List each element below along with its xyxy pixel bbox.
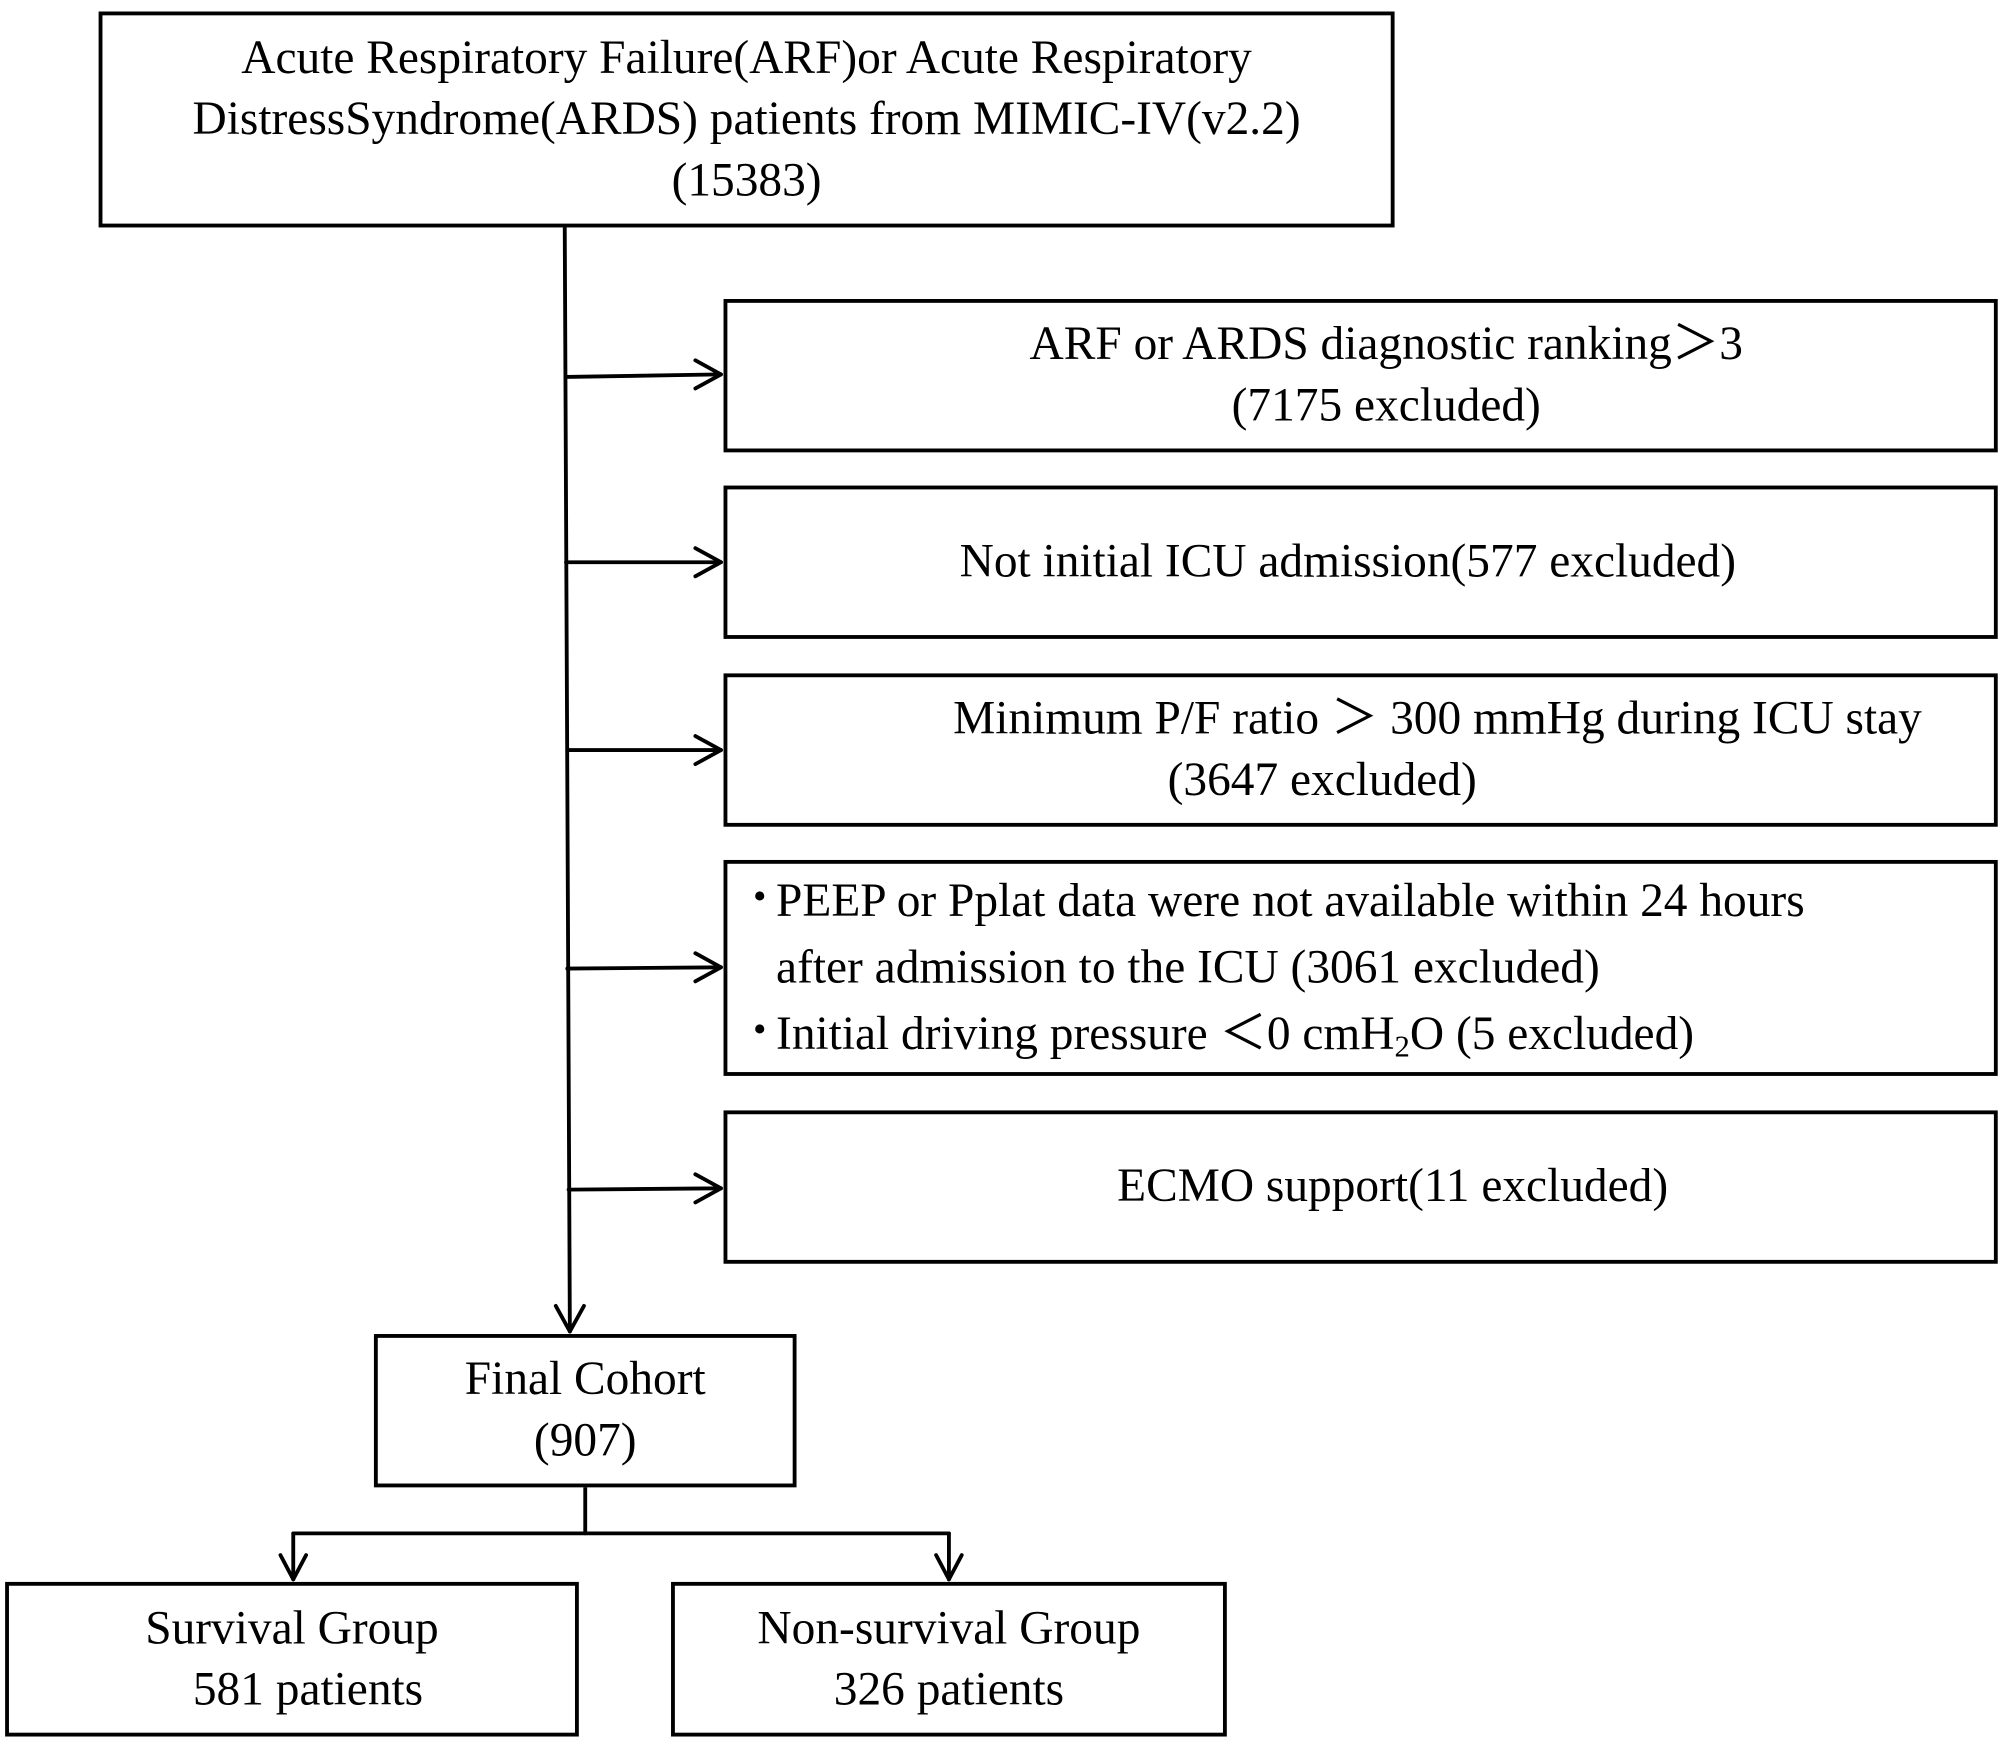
exclusion-box-icu-admission: Not initial ICU admission(577 excluded) bbox=[723, 485, 1998, 639]
exclusion-arrowhead-3 bbox=[693, 734, 723, 767]
source-population-line-2: DistressSyndrome(ARDS) patients from MIM… bbox=[192, 92, 1301, 146]
source-population-count: (15383) bbox=[671, 153, 822, 207]
exclusion-3-criterion: Minimum P/F ratio ＞ 300 mmHg during ICU … bbox=[953, 692, 1922, 745]
bullet-marker: • bbox=[752, 1007, 767, 1050]
exclusion-1-count: (7175 excluded) bbox=[1231, 379, 1541, 432]
exclusion-connector-1 bbox=[564, 372, 723, 379]
source-population-box: Acute Respiratory Failure(ARF)or Acute R… bbox=[98, 11, 1395, 228]
exclusion-box-diagnostic-ranking: ARF or ARDS diagnostic ranking＞3 (7175 e… bbox=[723, 299, 1998, 453]
final-cohort-box: Final Cohort (907) bbox=[373, 1334, 797, 1488]
exclusion-2-criterion: Not initial ICU admission(577 excluded) bbox=[959, 535, 1737, 588]
exclusion-arrowhead-1 bbox=[693, 358, 723, 391]
nonsurvival-group-box: Non-survival Group 326 patients bbox=[671, 1581, 1227, 1737]
exclusion-box-pf-ratio: Minimum P/F ratio ＞ 300 mmHg during ICU … bbox=[723, 673, 1998, 827]
main-trunk-arrowhead bbox=[553, 1303, 586, 1334]
source-population-line-1: Acute Respiratory Failure(ARF)or Acute R… bbox=[241, 31, 1252, 84]
exclusion-4-bullet-1-line-2: after admission to the ICU (3061 exclude… bbox=[776, 941, 1600, 994]
final-cohort-label: Final Cohort bbox=[464, 1353, 706, 1406]
exclusion-3-count: (3647 excluded) bbox=[1167, 753, 1477, 807]
nonsurvival-group-count: 326 patients bbox=[833, 1663, 1065, 1716]
exclusion-1-criterion: ARF or ARDS diagnostic ranking＞3 bbox=[1029, 318, 1743, 371]
exclusion-arrowhead-2 bbox=[693, 546, 723, 579]
exclusion-4-bullet-2-text: Initial driving pressure ＜0 cmH2O (5 exc… bbox=[776, 1001, 1694, 1067]
survival-group-label: Survival Group bbox=[145, 1601, 439, 1655]
exclusion-connector-4 bbox=[565, 965, 723, 971]
driving-pressure-text: Initial driving pressure ＜0 cmH bbox=[776, 1007, 1395, 1060]
exclusion-connector-5 bbox=[566, 1186, 723, 1192]
nonsurvival-group-label: Non-survival Group bbox=[757, 1601, 1141, 1655]
exclusion-4-bullet-2: • Initial driving pressure ＜0 cmH2O (5 e… bbox=[753, 1001, 1694, 1067]
nonsurvival-branch-arrowhead bbox=[934, 1553, 964, 1582]
exclusion-5-criterion: ECMO support(11 excluded) bbox=[1117, 1160, 1669, 1213]
exclusion-arrowhead-4 bbox=[693, 951, 723, 984]
driving-pressure-count: O (5 excluded) bbox=[1409, 1007, 1695, 1060]
survival-group-count: 581 patients bbox=[192, 1663, 424, 1716]
main-trunk-line bbox=[562, 225, 572, 1334]
survival-branch-arrowhead bbox=[278, 1553, 308, 1582]
final-cohort-count: (907) bbox=[533, 1414, 637, 1467]
bullet-marker: • bbox=[752, 874, 767, 917]
exclusion-4-bullet-1: • PEEP or Pplat data were not available … bbox=[753, 868, 1805, 934]
exclusion-box-ecmo: ECMO support(11 excluded) bbox=[723, 1110, 1998, 1264]
water-subscript: 2 bbox=[1394, 1030, 1410, 1064]
survival-group-box: Survival Group 581 patients bbox=[5, 1581, 579, 1737]
exclusion-arrowhead-5 bbox=[693, 1172, 723, 1205]
exclusion-box-ventilation-data: • PEEP or Pplat data were not available … bbox=[723, 859, 1998, 1076]
exclusion-4-bullet-1-line-1: PEEP or Pplat data were not available wi… bbox=[776, 874, 1805, 928]
